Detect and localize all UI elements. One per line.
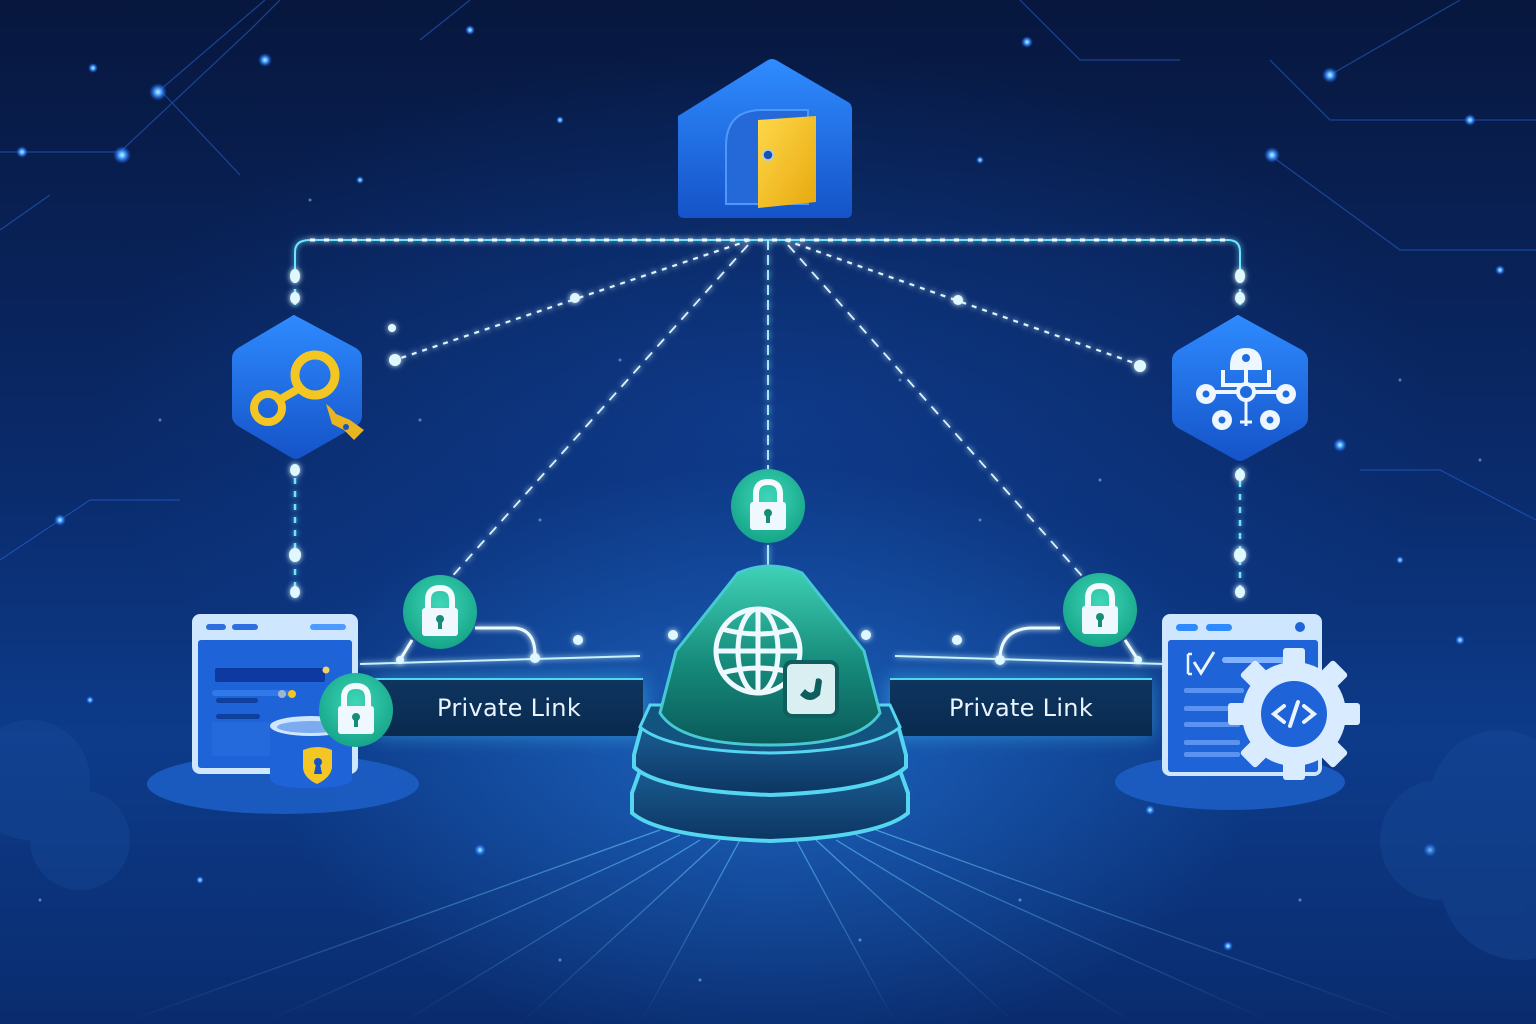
edge-nodes — [289, 269, 1246, 665]
browser-gear-code-icon — [1162, 614, 1360, 780]
private-link-label-right: Private Link — [890, 678, 1152, 736]
private-link-text-right: Private Link — [948, 694, 1094, 722]
central-endpoint-node[interactable] — [620, 555, 920, 845]
globe-phone-icon — [713, 606, 839, 718]
browser-database-icon — [192, 614, 358, 788]
lock-right[interactable] — [1058, 568, 1142, 652]
right-app-node[interactable] — [1110, 600, 1410, 820]
house-door-icon — [678, 59, 852, 218]
floor-rays — [119, 829, 1417, 1024]
padlock-icon — [750, 478, 786, 530]
private-link-text-left: Private Link — [436, 694, 582, 722]
lock-left[interactable] — [398, 570, 482, 654]
private-link-label-left: Private Link — [375, 678, 643, 736]
left-app-node[interactable] — [140, 600, 430, 820]
lock-hierarchy-icon — [1196, 348, 1296, 430]
key-vault-node[interactable] — [228, 312, 373, 462]
cloud-decoration — [0, 720, 1536, 960]
padlock-icon — [338, 682, 374, 734]
lock-left-app[interactable] — [316, 670, 396, 750]
key-pen-icon — [250, 350, 364, 440]
padlock-icon — [1082, 582, 1118, 634]
padlock-icon — [422, 584, 458, 636]
gateway-node[interactable] — [668, 54, 868, 224]
lock-top-center[interactable] — [724, 462, 812, 550]
policy-node[interactable] — [1166, 312, 1314, 464]
